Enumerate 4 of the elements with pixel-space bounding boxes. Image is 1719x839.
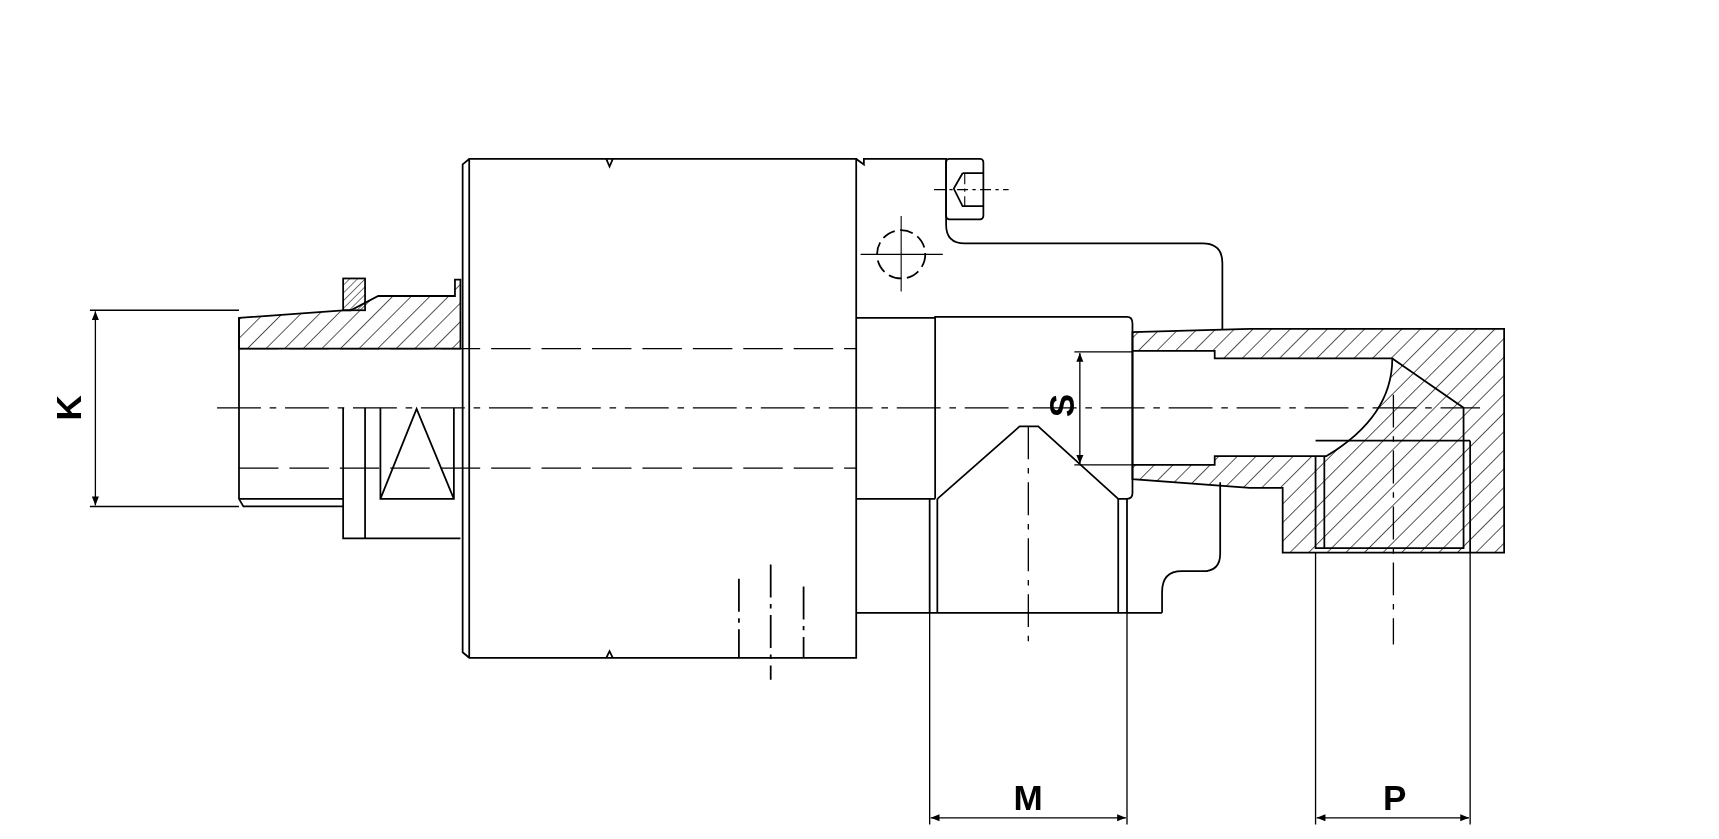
dimension-label: P <box>1383 780 1407 816</box>
dimension-label: M <box>1013 780 1043 816</box>
dimension-label: S <box>1043 393 1079 418</box>
dimension-label: K <box>50 395 86 421</box>
